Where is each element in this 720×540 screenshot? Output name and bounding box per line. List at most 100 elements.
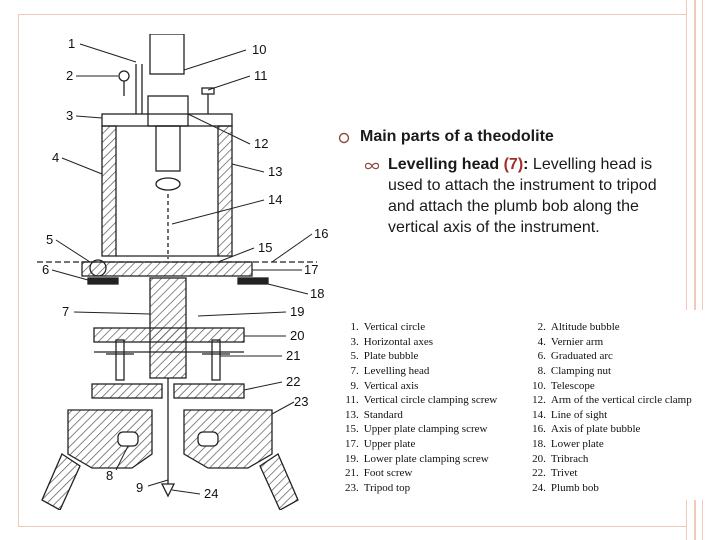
legend-label: Clamping nut xyxy=(550,365,612,378)
legend-number: 8. xyxy=(537,365,546,378)
term-levelling-head: Levelling head xyxy=(388,156,500,173)
frame-line-right-2 xyxy=(694,0,696,540)
theodolite-diagram: 1 2 3 4 5 6 7 8 9 10 11 12 13 14 15 16 1… xyxy=(32,34,332,510)
legend-label: Upper plate xyxy=(363,438,416,451)
legend-row: 17. Upper plate 18. Lower plate xyxy=(345,437,720,452)
frame-line-right-3 xyxy=(702,0,703,540)
legend-label: Lower plate xyxy=(550,438,604,451)
legend-number: 21. xyxy=(345,467,359,480)
callout-8: 8 xyxy=(106,468,113,483)
callout-15: 15 xyxy=(258,240,272,255)
legend-number: 10. xyxy=(532,379,546,392)
callout-16: 16 xyxy=(314,226,328,241)
legend-label: Upper plate clamping screw xyxy=(363,423,488,436)
callout-13: 13 xyxy=(268,164,282,179)
legend-label: Tripod top xyxy=(363,481,411,494)
infinity-bullet-icon xyxy=(364,162,380,170)
legend-number: 22. xyxy=(532,467,546,480)
callout-17: 17 xyxy=(304,262,318,277)
legend-label: Lower plate clamping screw xyxy=(363,452,489,465)
legend-number: 1. xyxy=(350,321,359,334)
legend-number: 4. xyxy=(537,335,546,348)
frame-line-left xyxy=(18,14,19,526)
legend-row: 21. Foot screw 22. Trivet xyxy=(345,466,720,481)
callout-2: 2 xyxy=(66,68,73,83)
callout-6: 6 xyxy=(42,262,49,277)
legend-number: 13. xyxy=(345,408,359,421)
callout-3: 3 xyxy=(66,108,73,123)
legend-number: 7. xyxy=(350,365,359,378)
frame-line-right-1 xyxy=(686,0,687,540)
legend-number: 15. xyxy=(345,423,359,436)
legend-number: 18. xyxy=(532,438,546,451)
callout-4: 4 xyxy=(52,150,59,165)
legend-label: Plumb bob xyxy=(550,481,599,494)
term-reference-number: (7) xyxy=(503,156,524,173)
callout-19: 19 xyxy=(290,304,304,319)
legend-number: 20. xyxy=(532,452,546,465)
legend-number: 16. xyxy=(532,423,546,436)
legend-label: Horizontal axes xyxy=(363,335,434,348)
legend-number: 23. xyxy=(345,481,359,494)
theodolite-drawing: 1 2 3 4 5 6 7 8 9 10 11 12 13 14 15 16 1… xyxy=(37,34,328,510)
legend-number: 17. xyxy=(345,438,359,451)
legend-number: 12. xyxy=(532,394,546,407)
legend-number: 5. xyxy=(350,350,359,363)
circle-bullet-icon xyxy=(338,132,350,144)
legend-label: Arm of the vertical circle clamp xyxy=(550,394,692,407)
callout-21: 21 xyxy=(286,348,300,363)
legend-row: 13. Standard 14. Line of sight xyxy=(345,408,720,423)
diagram-callouts: 1 2 3 4 5 6 7 8 9 10 11 12 13 14 15 16 1… xyxy=(42,36,328,501)
callout-22: 22 xyxy=(286,374,300,389)
callout-14: 14 xyxy=(268,192,282,207)
callout-10: 10 xyxy=(252,42,266,57)
legend-row: 7. Levelling head 8. Clamping nut xyxy=(345,364,720,379)
description-text: Levelling head is used to attach the ins… xyxy=(388,156,657,236)
legend-label: Trivet xyxy=(550,467,578,480)
legend-label: Vernier arm xyxy=(550,335,604,348)
legend-label: Levelling head xyxy=(363,365,430,378)
legend-row: 11. Vertical circle clamping screw 12. Arm … xyxy=(345,393,720,408)
legend-number: 3. xyxy=(350,335,359,348)
legend-row: 9. Vertical axis 10. Telescope xyxy=(345,378,720,393)
legend-label: Line of sight xyxy=(550,408,608,421)
callout-7: 7 xyxy=(62,304,69,319)
legend-label: Standard xyxy=(363,408,403,421)
legend-number: 9. xyxy=(350,379,359,392)
frame-line-bottom xyxy=(18,526,686,527)
callout-9: 9 xyxy=(136,480,143,495)
callout-11: 11 xyxy=(254,68,268,83)
legend-number: 2. xyxy=(537,321,546,334)
legend-label: Graduated arc xyxy=(550,350,613,363)
slide-heading: Main parts of a theodolite xyxy=(360,128,554,145)
callout-12: 12 xyxy=(254,136,268,151)
callout-18: 18 xyxy=(310,286,324,301)
legend-label: Vertical circle clamping screw xyxy=(363,394,498,407)
callout-23: 23 xyxy=(294,394,308,409)
legend-label: Vertical circle xyxy=(363,321,426,334)
legend-label: Plate bubble xyxy=(363,350,419,363)
legend-row: 5. Plate bubble 6. Graduated arc xyxy=(345,349,720,364)
legend-number: 6. xyxy=(537,350,546,363)
callout-20: 20 xyxy=(290,328,304,343)
levelling-head-description: Levelling head (7): Levelling head is us… xyxy=(388,154,678,238)
legend-number: 24. xyxy=(532,481,546,494)
legend-number: 14. xyxy=(532,408,546,421)
frame-line-top xyxy=(18,14,686,15)
legend-label: Vertical axis xyxy=(363,379,419,392)
callout-24: 24 xyxy=(204,486,218,501)
callout-5: 5 xyxy=(46,232,53,247)
callout-1: 1 xyxy=(68,36,75,51)
legend-row: 3. Horizontal axes 4. Vernier arm xyxy=(345,335,720,350)
legend-label: Foot screw xyxy=(363,467,413,480)
legend-number: 11. xyxy=(345,394,359,407)
legend-label: Tribrach xyxy=(550,452,589,465)
legend-label: Telescope xyxy=(550,379,595,392)
term-colon: : xyxy=(523,156,529,173)
